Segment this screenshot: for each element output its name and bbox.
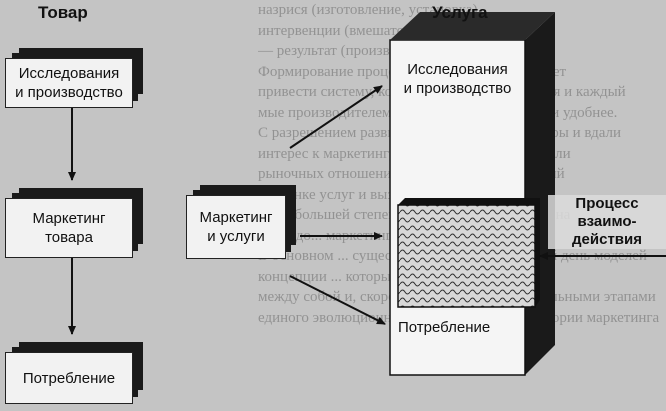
background-text-line: на рынке услуг и вызвала bbox=[258, 186, 422, 203]
arrow-to-usluga-research bbox=[289, 85, 383, 149]
box-line: товара bbox=[45, 229, 93, 246]
box-line: Потребление bbox=[22, 369, 116, 387]
usluga-consumption-label: Потребление bbox=[398, 319, 491, 336]
box-usluga-marketing: Маркетинг и услуги bbox=[186, 195, 286, 259]
box-line: и услуги bbox=[207, 228, 265, 245]
box-line: Исследования bbox=[18, 65, 120, 82]
usluga-research-label: Исследования и производство bbox=[392, 60, 523, 98]
interaction-process-block bbox=[397, 198, 540, 308]
box-tovar-marketing: Маркетинг товара bbox=[5, 198, 133, 258]
arrow-to-usluga-consumption bbox=[289, 275, 386, 325]
box-line: Маркетинг bbox=[199, 209, 273, 226]
box-line: Маркетинг bbox=[32, 210, 106, 227]
box-line: и производство bbox=[15, 84, 123, 101]
box-tovar-consumption: Потребление bbox=[5, 352, 133, 404]
box-line: Исследования bbox=[407, 61, 508, 78]
heading-tovar: Товар bbox=[38, 3, 88, 22]
process-label-line: взаимо- bbox=[577, 213, 637, 230]
box-tovar-research: Исследования и производство bbox=[5, 58, 133, 108]
process-label: Процесс взаимо- действия bbox=[548, 195, 666, 249]
box-line: и производство bbox=[403, 80, 512, 97]
process-label-line: Процесс bbox=[575, 195, 639, 212]
process-label-line: действия bbox=[572, 231, 642, 248]
heading-usluga: Услуга bbox=[432, 3, 488, 22]
